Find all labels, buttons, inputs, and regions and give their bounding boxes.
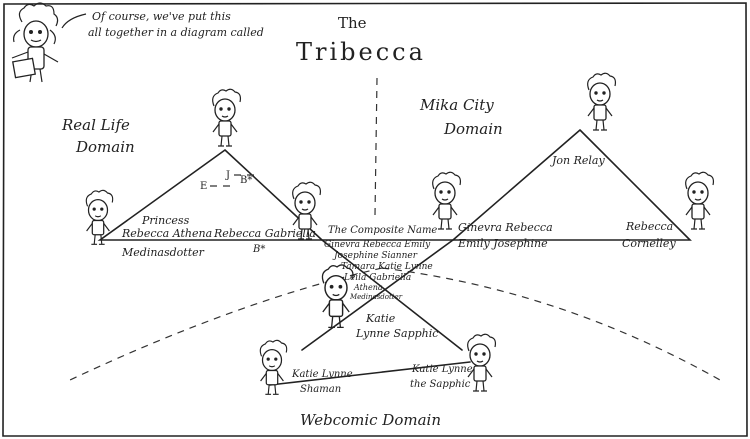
figure-mika-left — [432, 171, 462, 230]
rl-left-name-3: Medinasdotter — [121, 246, 205, 259]
wc-left-name-1: Katie Lynne — [291, 369, 353, 380]
wc-right-name-2: the Sapphic — [410, 379, 471, 390]
composite-line: Josephine Sianner — [332, 251, 418, 261]
rl-right-name-2: B* — [252, 244, 265, 255]
wc-right-name-1: Katie Lynne — [411, 364, 473, 375]
figure-mika-apex — [587, 72, 617, 131]
composite-line: Tamara Katie Lynne — [341, 262, 433, 272]
domain-real-life-2: Domain — [75, 138, 135, 156]
composite-diag-right — [301, 239, 454, 351]
composite-line: Ginevra Rebecca Emily — [324, 240, 431, 250]
rl-left-name-2: Rebecca Athena — [121, 227, 212, 240]
mika-apex-name: Jon Relay — [550, 154, 605, 167]
composite-list: Ginevra Rebecca Emily Josephine Sianner … — [324, 240, 433, 301]
rl-right-name-1: Rebecca Gabriella — [213, 227, 316, 240]
mika-triangle — [450, 129, 692, 241]
apex-j-label: J — [225, 170, 230, 181]
caption-line-1: Of course, we've put this — [92, 10, 231, 23]
caption-line-2: all together in a diagram called — [88, 26, 264, 39]
composite-diag-left — [321, 239, 463, 351]
divider-dashed — [374, 77, 378, 216]
domain-mika-1: Mika City — [419, 96, 494, 114]
figure-wc-right — [467, 333, 497, 392]
apex-bstar-label: B* — [240, 175, 252, 186]
figure-wc-left — [259, 339, 288, 395]
mika-right-name-2: Cornelley — [622, 237, 676, 250]
figure-mika-right — [685, 171, 715, 230]
narrator-figure — [11, 2, 59, 83]
webcomic-wing-left — [69, 267, 383, 381]
figure-rl-apex — [212, 88, 242, 147]
mika-right-name-1: Rebecca — [625, 220, 673, 233]
domain-real-life-1: Real Life — [61, 116, 130, 134]
figure-rl-right — [292, 181, 322, 240]
figure-rl-left — [85, 189, 114, 245]
mika-left-name-1: Ginevra Rebecca — [458, 221, 553, 234]
rl-left-name-1: Princess — [141, 214, 190, 227]
webcomic-base — [269, 361, 471, 386]
composite-title: The Composite Name — [328, 225, 437, 236]
wc-apex-name-2: Lynne Sapphic — [355, 327, 438, 340]
composite-line: Athena — [353, 283, 383, 292]
title-tribecca: Tribecca — [296, 38, 426, 66]
mika-left-name-2: Emily Josephine — [457, 237, 548, 250]
domain-mika-2: Domain — [443, 120, 503, 138]
real-life-triangle — [97, 149, 325, 241]
composite-line: Leila Gabriella — [343, 273, 411, 283]
caption-pointer — [61, 13, 87, 29]
apex-e-label: E — [200, 181, 207, 192]
composite-line: Medinasdotter — [349, 293, 403, 301]
wc-left-name-2: Shaman — [300, 384, 341, 395]
title-the: The — [338, 14, 367, 32]
figure-wc-apex — [321, 264, 354, 329]
domain-webcomic: Webcomic Domain — [300, 411, 441, 429]
wc-apex-name-1: Katie — [365, 312, 396, 325]
